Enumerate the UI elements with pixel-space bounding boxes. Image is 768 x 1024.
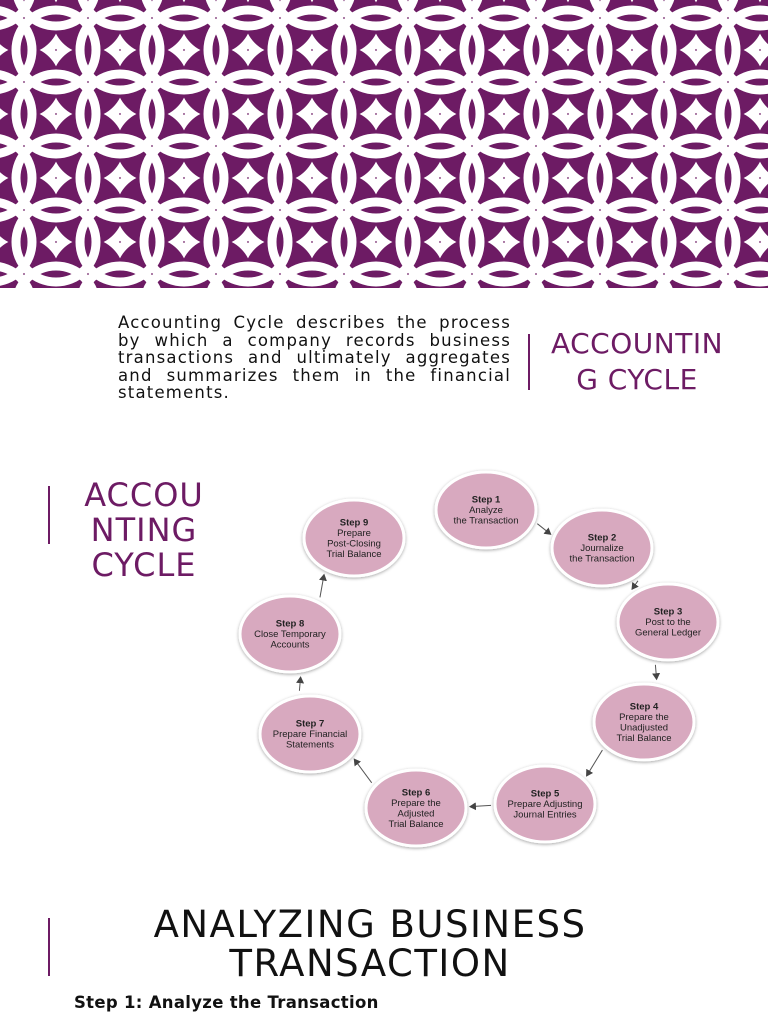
accounting-cycle-description: Accounting Cycle describes the process b… [118,313,511,402]
step-description-label: Post to the [645,617,690,628]
step-circle [493,764,597,844]
step-circle [302,498,406,578]
step-circle [434,470,538,550]
cycle-arrow [652,664,661,681]
cycle-arrow [319,573,327,598]
step-description-label: Prepare [337,528,371,539]
step-description-label: Trial Balance [388,819,443,830]
step-number-label: Step 3 [654,607,683,618]
step-description-label: Prepare the [391,798,441,809]
step-description-label: Prepare Adjusting [508,799,583,810]
step-description-label: General Ledger [635,628,701,639]
title-divider [528,334,530,390]
step-number-label: Step 2 [588,533,617,544]
step-circle [616,582,720,662]
step-description-label: Prepare the [619,712,669,723]
step-description-label: Trial Balance [616,733,671,744]
step-circle [550,508,654,588]
slide-title: ACCOU NTING CYCLE [84,476,204,584]
step-description-label: Analyze [469,505,503,516]
step-description-label: Adjusted [398,808,435,819]
step-description-label: Journal Entries [513,810,577,821]
step-number-label: Step 9 [340,517,369,528]
slide-title: ACCOUNTIN G CYCLE [550,327,724,396]
step-description-label: the Transaction [570,554,635,565]
slide-title: ANALYZING BUSINESS TRANSACTION [153,903,587,985]
step-description-label: Trial Balance [326,549,381,560]
step-description-label: Post-Closing [327,538,381,549]
cycle-arrow [353,758,373,784]
step-circle [238,594,342,674]
cycle-arrow [631,580,639,590]
step-number-label: Step 6 [402,787,431,798]
cycle-arrow [296,676,305,691]
step-number-label: Step 5 [531,789,560,800]
step-circle [258,694,362,774]
title-divider [48,918,50,976]
step-description-label: Statements [286,740,334,751]
circle-pattern-graphic [0,0,768,288]
cycle-arrow [537,523,552,535]
title-divider [48,486,50,544]
step-number-label: Step 8 [276,619,305,630]
step-number-label: Step 1 [472,495,501,506]
step-description-label: the Transaction [454,516,519,527]
step-description-label: Unadjusted [620,722,668,733]
step-description-label: Close Temporary [254,629,326,640]
cycle-arrow [586,749,603,777]
decorative-pattern-banner [0,0,768,288]
step-description-label: Accounts [270,640,309,651]
step-circle [364,768,468,848]
step-heading: Step 1: Analyze the Transaction [74,993,379,1012]
step-number-label: Step 4 [630,701,659,712]
step-description-label: Journalize [580,543,623,554]
step-circle [592,682,696,762]
cycle-arrow [468,802,492,811]
step-description-label: Prepare Financial [273,729,347,740]
step-number-label: Step 7 [296,719,325,730]
